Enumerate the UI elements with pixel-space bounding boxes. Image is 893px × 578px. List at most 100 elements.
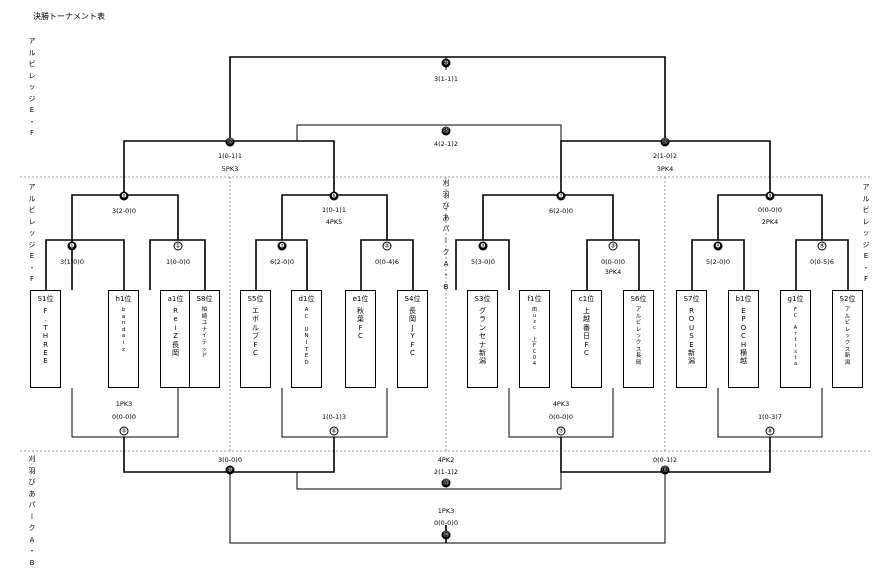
team-box: d1位 A C U N I T E D <box>291 290 322 388</box>
match-score: 6(2-0)0 <box>549 207 573 215</box>
match-score: 0(0-0)0 <box>549 413 573 421</box>
match-pk: 4PK3 <box>552 400 570 408</box>
match-score: 1(0-1)1 <box>218 152 242 160</box>
team-name: F . T H R E E <box>42 307 49 366</box>
match-number: ⑬ <box>441 478 451 488</box>
team-name: 長 岡 J Y F C <box>409 307 416 357</box>
side-label-mid-right: ア ル ビ レ ッ ジ E ・ F <box>862 183 870 283</box>
match-score: 0(0-0)0 <box>758 206 782 214</box>
match-score: 3(1-0)0 <box>60 258 84 266</box>
match-score: 1(0-1)1 <box>322 206 346 214</box>
team-name: 田 u z c 上 F C 0 4 <box>531 307 537 367</box>
side-label-mid-center: 刈 羽 び あ パ l ク A ・ B <box>442 179 450 291</box>
team-box: S6位 ア ル ビ レ ッ ク ス 長 岡 <box>623 290 654 388</box>
match-score: 3(2-0)0 <box>112 207 136 215</box>
match-score: 4(2-1)2 <box>434 140 458 148</box>
page-title: 決勝トーナメント表 <box>33 12 105 21</box>
match-pk: 3PK4 <box>656 165 674 173</box>
team-name: b a n d a i z <box>121 307 126 353</box>
team-box: S4位 長 岡 J Y F C <box>397 290 428 388</box>
team-seed: S8位 <box>196 295 213 303</box>
match-score: 0(0-1)2 <box>653 456 677 464</box>
side-label-bottom-left: 刈 羽 び あ パ l ク A ・ B <box>28 455 36 567</box>
match-pk: 1PK3 <box>437 507 455 515</box>
match-score: 5(2-0)0 <box>706 258 730 266</box>
team-box: S3位 グ ラ ン セ ナ 新 潟 <box>467 290 498 388</box>
team-box: c1位 上 越 番 日 F C <box>571 290 602 388</box>
team-box: h1位 b a n d a i z <box>108 290 139 388</box>
team-name: グ ラ ン セ ナ 新 潟 <box>479 307 486 366</box>
team-seed: S6位 <box>630 295 647 303</box>
match-pk: 3PK4 <box>604 268 622 276</box>
match-number: ❻ <box>329 191 339 201</box>
match-number: ② <box>382 241 392 251</box>
match-number: ⑩ <box>441 58 451 68</box>
team-seed: g1位 <box>787 295 804 303</box>
match-number: ❸ <box>478 241 488 251</box>
team-name: ア ル ビ レ ッ ク ス 長 岡 <box>635 307 642 366</box>
team-seed: d1位 <box>298 295 315 303</box>
match-score: 2(1-0)2 <box>653 152 677 160</box>
team-seed: S5位 <box>247 295 264 303</box>
team-name: R e i Z 長 岡 <box>172 307 179 357</box>
team-box: S7位 R O U S E 新 潟 <box>676 290 707 388</box>
team-box: S1位 F . T H R E E <box>30 290 61 388</box>
team-box: b1位 E P O C H 横 越 <box>728 290 759 388</box>
match-number: ⑫ <box>225 137 235 147</box>
team-name: 上 越 番 日 F C <box>583 307 590 357</box>
match-score: 0(0-0)0 <box>434 519 458 527</box>
match-number: ⑭ <box>441 530 451 540</box>
team-name: F C A r t i s t a <box>793 307 798 367</box>
team-box: e1位 秋 葉 F C <box>345 290 376 388</box>
match-number: ❶ <box>67 241 77 251</box>
match-pk: 4PK5 <box>325 218 343 226</box>
match-score: 3(1-1)1 <box>434 75 458 83</box>
team-seed: S3位 <box>474 295 491 303</box>
match-number: ⑩ <box>225 465 235 475</box>
match-number: ④ <box>817 241 827 251</box>
match-pk: 5PK3 <box>221 165 239 173</box>
team-box: S2位 ア ル ビ レ ッ ク ス 新 潟 <box>832 290 863 388</box>
team-box: g1位 F C A r t i s t a <box>780 290 811 388</box>
match-pk: 1PK3 <box>115 400 133 408</box>
team-seed: S4位 <box>404 295 421 303</box>
match-pk: 4PK2 <box>437 456 455 464</box>
team-box: f1位 田 u z c 上 F C 0 4 <box>519 290 550 388</box>
match-score: 0(0-0)0 <box>112 413 136 421</box>
team-box: S8位 柏 崎 ユ ナ イ テ ッ ド <box>189 290 220 388</box>
team-seed: h1位 <box>115 295 132 303</box>
match-number: ❺ <box>119 191 129 201</box>
team-box: a1位 R e i Z 長 岡 <box>160 290 191 388</box>
match-number: ⑤ <box>119 426 129 436</box>
match-number: ⑥ <box>329 426 339 436</box>
team-seed: b1位 <box>735 295 752 303</box>
match-score: 0(0-4)6 <box>375 258 399 266</box>
match-score: 1(0-3)7 <box>758 413 782 421</box>
team-seed: f1位 <box>527 295 542 303</box>
side-label-top-left: ア ル ビ レ ッ ジ E ・ F <box>28 37 36 137</box>
team-seed: e1位 <box>352 295 369 303</box>
team-seed: c1位 <box>578 295 595 303</box>
match-score: 1(0-1)3 <box>322 413 346 421</box>
match-number: ⑪ <box>660 465 670 475</box>
match-score: 5(3-0)0 <box>471 258 495 266</box>
match-number: ⑮ <box>441 126 451 136</box>
team-name: E P O C H 横 越 <box>740 307 747 366</box>
team-box: S5位 エ ボ ル ブ F C <box>240 290 271 388</box>
team-seed: S7位 <box>683 295 700 303</box>
match-number: ① <box>173 241 183 251</box>
team-name: 秋 葉 F C <box>357 307 364 341</box>
match-score: 1(0-0)0 <box>166 258 190 266</box>
match-number: ⑦ <box>556 426 566 436</box>
match-number: ❷ <box>277 241 287 251</box>
team-name: ア ル ビ レ ッ ク ス 新 潟 <box>844 307 851 366</box>
side-label-mid-left: ア ル ビ レ ッ ジ E ・ F <box>28 183 36 283</box>
team-name: エ ボ ル ブ F C <box>252 307 259 357</box>
team-seed: a1位 <box>167 295 184 303</box>
team-name: R O U S E 新 潟 <box>688 307 695 366</box>
match-pk: 2PK4 <box>761 218 779 226</box>
team-seed: S2位 <box>839 295 856 303</box>
match-score: 2(1-1)2 <box>434 468 458 476</box>
team-name: A C U N I T E D <box>304 307 309 366</box>
match-number: ③ <box>608 241 618 251</box>
